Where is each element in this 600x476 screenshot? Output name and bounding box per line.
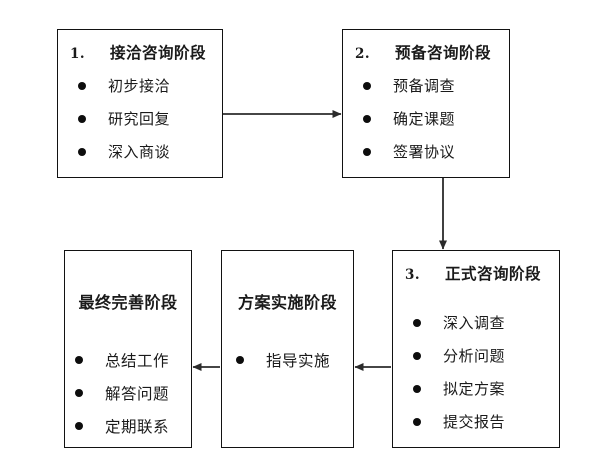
node-5-bullet-text: 解答问题	[105, 384, 170, 403]
bullet-dot-icon	[363, 147, 393, 156]
bullet-dot-icon	[413, 384, 443, 393]
node-2-title: 预备咨询阶段	[395, 44, 492, 62]
node-5-bullet-item: 定期联系	[75, 409, 191, 442]
node-3-bullet-text: 深入调查	[443, 314, 506, 332]
node-3-bullet-item: 深入调查	[413, 306, 559, 339]
node-3-bullet-text: 拟定方案	[443, 380, 506, 398]
node-2-bullet-text: 签署协议	[393, 143, 456, 161]
bullet-dot-icon	[363, 81, 393, 90]
bullet-dot-icon	[78, 147, 108, 156]
flow-node-formal-consulting[interactable]: 3. 正式咨询阶段 深入调查 分析问题 拟定方案 提交报告	[392, 250, 560, 448]
node-5-bullet-item: 总结工作	[75, 343, 191, 376]
node-1-number: 1.	[70, 46, 86, 62]
node-5-bullet-item: 解答问题	[75, 376, 191, 409]
node-2-bullet-item: 预备调查	[363, 69, 509, 102]
bullet-dot-icon	[413, 318, 443, 327]
node-5-bullet-text: 定期联系	[105, 417, 170, 436]
node-2-bullet-list: 预备调查 确定课题 签署协议	[363, 69, 509, 168]
node-1-bullet-list: 初步接洽 研究回复 深入商谈	[78, 69, 222, 168]
node-1-title: 接洽咨询阶段	[110, 44, 207, 62]
node-2-bullet-item: 确定课题	[363, 102, 509, 135]
flow-node-plan-implementation[interactable]: 方案实施阶段 指导实施	[221, 250, 354, 448]
bullet-dot-icon	[413, 351, 443, 360]
flow-node-contact-consulting[interactable]: 1. 接洽咨询阶段 初步接洽 研究回复 深入商谈	[57, 29, 223, 178]
node-1-bullet-item: 初步接洽	[78, 69, 222, 102]
node-2-number: 2.	[355, 46, 371, 62]
bullet-dot-icon	[236, 355, 266, 364]
node-2-bullet-text: 预备调查	[393, 77, 456, 95]
node-2-title-row: 2. 预备咨询阶段	[355, 41, 509, 63]
node-3-title-row: 3. 正式咨询阶段	[405, 262, 559, 284]
node-1-bullet-item: 研究回复	[78, 102, 222, 135]
node-5-title: 最终完善阶段	[78, 293, 178, 312]
node-5-bullet-list: 总结工作 解答问题 定期联系	[75, 343, 191, 442]
node-1-bullet-text: 研究回复	[108, 110, 171, 128]
node-3-bullet-text: 分析问题	[443, 347, 506, 365]
bullet-dot-icon	[363, 114, 393, 123]
node-3-number: 3.	[405, 267, 421, 283]
node-1-bullet-text: 深入商谈	[108, 143, 171, 161]
bullet-dot-icon	[75, 355, 105, 364]
bullet-dot-icon	[78, 81, 108, 90]
node-1-title-row: 1. 接洽咨询阶段	[70, 41, 222, 63]
node-4-bullet-list: 指导实施	[236, 343, 353, 376]
bullet-dot-icon	[78, 114, 108, 123]
node-3-bullet-item: 分析问题	[413, 339, 559, 372]
flow-node-final-refinement[interactable]: 最终完善阶段 总结工作 解答问题 定期联系	[64, 250, 192, 448]
bullet-dot-icon	[75, 421, 105, 430]
node-4-bullet-item: 指导实施	[236, 343, 353, 376]
flow-node-preparatory-consulting[interactable]: 2. 预备咨询阶段 预备调查 确定课题 签署协议	[342, 29, 510, 178]
node-3-bullet-item: 拟定方案	[413, 372, 559, 405]
node-1-bullet-text: 初步接洽	[108, 77, 171, 95]
bullet-dot-icon	[75, 388, 105, 397]
node-3-bullet-list: 深入调查 分析问题 拟定方案 提交报告	[413, 306, 559, 438]
node-3-bullet-item: 提交报告	[413, 405, 559, 438]
node-3-title: 正式咨询阶段	[445, 265, 542, 283]
node-2-bullet-item: 签署协议	[363, 135, 509, 168]
node-4-title: 方案实施阶段	[237, 293, 337, 312]
node-3-bullet-text: 提交报告	[443, 413, 506, 431]
node-1-bullet-item: 深入商谈	[78, 135, 222, 168]
node-2-bullet-text: 确定课题	[393, 110, 456, 128]
bullet-dot-icon	[413, 417, 443, 426]
node-5-bullet-text: 总结工作	[105, 351, 170, 370]
node-4-bullet-text: 指导实施	[266, 351, 331, 370]
